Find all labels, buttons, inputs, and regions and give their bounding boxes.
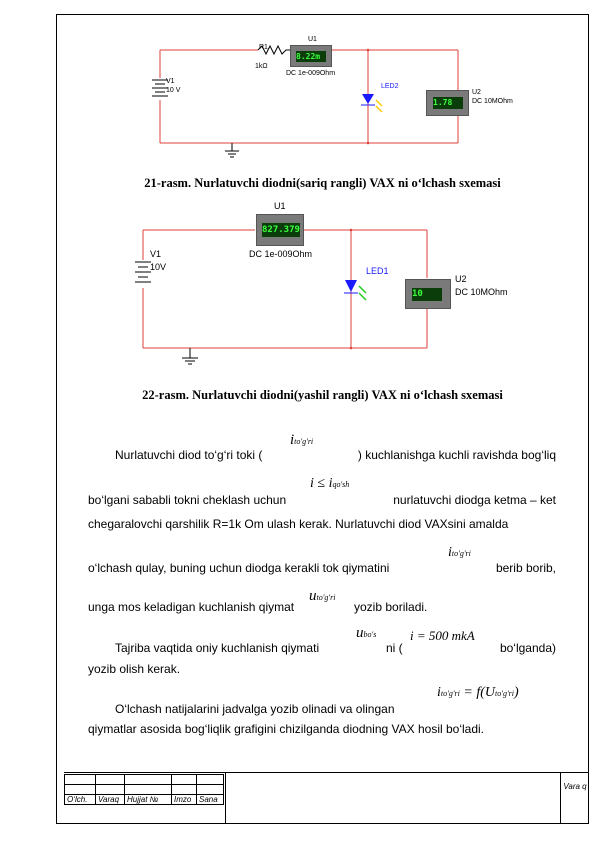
- formula-i-straight: ito'g'ri: [290, 432, 314, 448]
- formula-vax-function: ito'g'ri = f(Uto'g'ri): [437, 685, 519, 700]
- voltmeter-2: 10: [405, 279, 451, 309]
- text-line: o‘lchash qulay, buning uchun diodga kera…: [88, 561, 390, 575]
- ammeter-1: 8.22m: [290, 45, 332, 67]
- text-line: berib borib,: [495, 561, 556, 575]
- page-frame: [56, 14, 589, 824]
- source-name: V1: [150, 249, 162, 259]
- source-name: V1: [166, 78, 175, 85]
- ammeter-1-display: 8.22m: [296, 51, 326, 62]
- led-name: LED1: [366, 266, 389, 276]
- stamp-col-varaq: Varaq: [95, 794, 125, 805]
- voltmeter-1: 1.78: [426, 90, 469, 116]
- stamp-col-sana: Sana: [196, 794, 224, 805]
- meter2-mode: DC 10MOhm: [472, 98, 513, 105]
- stamp-divider: [225, 772, 226, 824]
- circuit-diagram-2: [135, 228, 428, 365]
- stamp-col-hujjat: Hujjat №: [124, 794, 172, 805]
- text-line: ni (: [386, 641, 403, 655]
- formula-current-value: i = 500 mkA: [410, 628, 475, 643]
- text-line: bo‘lganda): [499, 641, 556, 655]
- text-line: O‘lchash natijalarini jadvalga yozib oli…: [115, 702, 395, 716]
- meter2-mode: DC 10MOhm: [455, 287, 508, 297]
- text-line: bo‘lgani sababli tokni cheklash uchun: [88, 493, 287, 507]
- resistor-name: R1: [259, 44, 268, 51]
- meter2-name: U2: [455, 274, 467, 284]
- meter1-name: U1: [308, 36, 317, 43]
- led-name: LED2: [381, 83, 399, 90]
- stamp-col-imzo: Imzo: [171, 794, 197, 805]
- stamp-col-olch: O‘lch.: [64, 794, 96, 805]
- meter1-mode: DC 1e-009Ohm: [249, 249, 313, 259]
- varaq-label: Vara q: [563, 782, 587, 791]
- stamp-top-line: [64, 772, 589, 773]
- title-block-table: O‘lch. Varaq Hujjat № Imzo Sana: [64, 774, 224, 805]
- figure-caption-22: 22-rasm. Nurlatuvchi diodni(yashil rangl…: [142, 388, 503, 402]
- figure-caption-21: 21-rasm. Nurlatuvchi diodni(sariq rangli…: [144, 176, 501, 190]
- text-line: unga mos keladigan kuchlanish qiymat: [88, 600, 295, 614]
- text-line: chegaralovchi qarshilik R=1k Om ulash ke…: [88, 517, 509, 531]
- source-value: 10 V: [166, 87, 181, 94]
- text-line: yozib olish kerak.: [88, 662, 181, 676]
- formula-u-bos: ubo's: [356, 625, 377, 641]
- meter1-mode: DC 1e-009Ohm: [286, 70, 336, 77]
- formula-current-limit: i ≤ iqo'sh: [310, 476, 350, 491]
- formula-u-straight: uto'g'ri: [309, 588, 336, 604]
- text-line: Nurlatuvchi diod to‘g‘ri toki (: [115, 448, 263, 462]
- voltmeter-2-display: 10: [412, 288, 442, 301]
- text-line: qiymatlar asosida bog‘liqlik grafigini c…: [88, 722, 485, 736]
- circuit-diagram-1: [152, 44, 459, 158]
- meter1-name: U1: [274, 201, 286, 211]
- ammeter-2: 827.379: [256, 214, 304, 246]
- resistor-value: 1kΩ: [255, 63, 268, 70]
- text-line: nurlatuvchi diodga ketma – ket: [393, 493, 556, 507]
- text-line: Tajriba vaqtida oniy kuchlanish qiymati: [115, 641, 320, 655]
- source-value: 10V: [150, 262, 167, 272]
- voltmeter-1-display: 1.78: [433, 97, 463, 109]
- ammeter-2-display: 827.379: [262, 223, 300, 237]
- stamp-divider-right: [560, 772, 561, 824]
- text-line: ) kuchlanishga kuchli ravishda bog‘liq: [357, 448, 556, 462]
- meter2-name: U2: [472, 89, 481, 96]
- text-line: yozib boriladi.: [354, 600, 428, 614]
- formula-i-value: ito'g'ri: [448, 545, 471, 560]
